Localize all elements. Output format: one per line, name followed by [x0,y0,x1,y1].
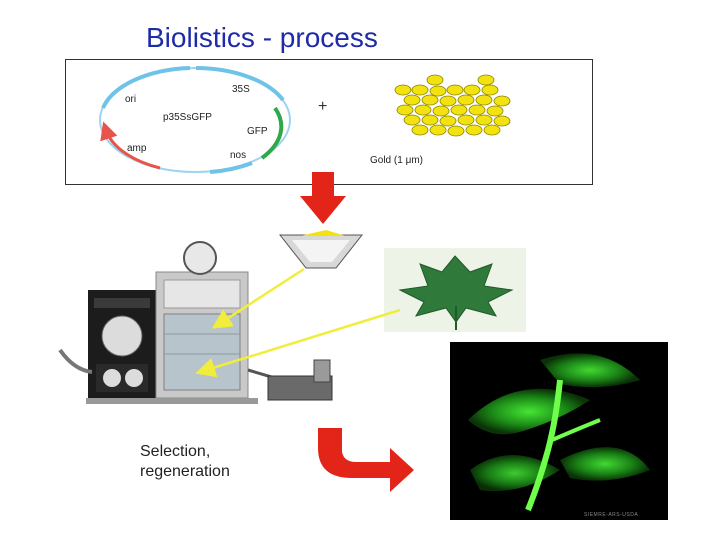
photo-credit: SIEMRE-ARS-USDA [584,512,639,518]
gold-label: Gold (1 μm) [370,155,423,166]
plasmid-label-35s: 35S [232,84,250,95]
slide-title: Biolistics - process [146,22,378,53]
plasmid-label-amp: amp [127,143,147,154]
plasmid-map [99,66,291,174]
macrocarrier-bowl [278,230,364,269]
pointer-arrow-bowl [211,267,305,329]
p35s-segment [195,66,285,102]
amp-segment [100,121,161,170]
gfp-segment [260,106,284,160]
plasmid-label-ori: ori [125,94,137,105]
curved-red-arrow [318,428,414,492]
plasmid-label-gfp: GFP [247,126,268,137]
plasmid-label-construct: p35SsGFP [163,112,212,123]
gold-particles [394,74,511,137]
plus-sign: + [318,98,328,115]
gfp-plant-image [450,342,668,520]
leaf-image [384,248,526,332]
nos-segment [209,161,253,174]
ori-segment [101,66,191,109]
plasmid-label-nos: nos [230,150,247,161]
selection-regeneration-text: Selection, regeneration [140,442,230,482]
selection-line-2: regeneration [140,463,230,480]
gene-gun-apparatus [58,241,333,404]
red-down-arrow [300,172,346,224]
pointer-arrow-leaf [195,308,401,378]
selection-line-1: Selection, [140,443,211,460]
